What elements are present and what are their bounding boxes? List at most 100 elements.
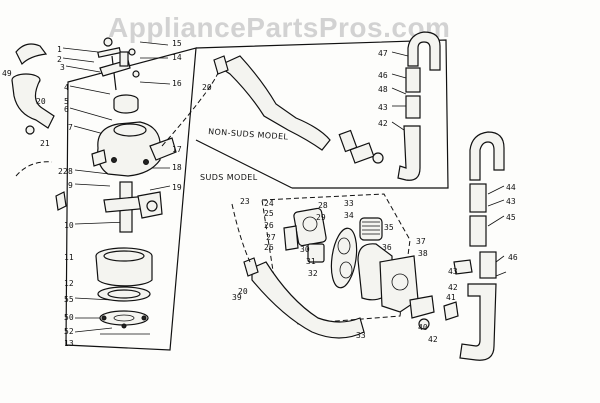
callout-21: 21 xyxy=(40,139,50,148)
leader xyxy=(149,185,171,191)
gasket-hole xyxy=(337,237,351,255)
clamp-20 xyxy=(25,125,35,135)
callout-33a: 33 xyxy=(344,199,354,208)
callout-55: 55 xyxy=(64,295,74,304)
clamp-42c xyxy=(443,301,459,321)
gasket-hole xyxy=(339,261,353,279)
seal-inner xyxy=(103,250,145,262)
callout-26a: 26 xyxy=(264,221,274,230)
cap-34 xyxy=(359,217,383,241)
callout-24: 24 xyxy=(264,199,274,208)
suds-section xyxy=(231,131,507,361)
leader xyxy=(62,57,95,63)
leader xyxy=(139,81,171,85)
pump-bolt xyxy=(143,159,149,165)
leader xyxy=(487,185,505,195)
callout-42c: 42 xyxy=(428,335,438,344)
valve-cap-27 xyxy=(283,225,299,251)
base-screw xyxy=(121,323,127,329)
base-plate xyxy=(99,310,149,326)
callout-20b: 20 xyxy=(202,83,212,92)
dash-to-drain xyxy=(231,203,251,263)
nut-part xyxy=(128,48,136,56)
leader xyxy=(74,183,111,187)
hose-clamp-20 xyxy=(213,55,229,75)
nozzle-41 xyxy=(409,295,435,319)
leader xyxy=(69,107,113,121)
non-suds-frame xyxy=(195,39,449,189)
clip-part xyxy=(97,47,122,58)
clamp-40 xyxy=(418,318,430,330)
dash-arrow-22 xyxy=(15,161,53,177)
callout-14: 14 xyxy=(172,53,182,62)
gooseneck-47 xyxy=(407,31,441,71)
watermark: AppliancePartsPros.com xyxy=(108,12,451,43)
clamp-43b xyxy=(453,259,473,275)
callout-46b: 46 xyxy=(508,253,518,262)
hose-46 xyxy=(405,67,421,93)
hose-46b xyxy=(479,251,497,279)
callout-41: 41 xyxy=(446,293,456,302)
base-plate-hub xyxy=(113,314,135,322)
callout-10: 10 xyxy=(64,221,74,230)
callout-19: 19 xyxy=(172,183,182,192)
caption-non-suds: NON-SUDS MODEL xyxy=(208,127,289,142)
leader xyxy=(74,221,129,225)
callout-43c: 43 xyxy=(448,267,458,276)
callout-38: 38 xyxy=(418,249,428,258)
callout-25: 25 xyxy=(264,209,274,218)
leader xyxy=(139,41,169,46)
clamp-ring xyxy=(146,200,158,212)
callout-32: 32 xyxy=(308,269,318,278)
callout-34: 34 xyxy=(344,211,354,220)
callout-17: 17 xyxy=(172,145,182,154)
callout-5: 5 xyxy=(64,97,69,106)
leader xyxy=(495,255,505,263)
leader xyxy=(391,87,407,95)
clamp-43 xyxy=(372,152,384,164)
spring-30 xyxy=(307,243,325,263)
callout-16: 16 xyxy=(172,79,182,88)
callout-11: 11 xyxy=(64,253,74,262)
callout-35: 35 xyxy=(384,223,394,232)
hose-45 xyxy=(469,183,487,213)
callout-43b: 43 xyxy=(506,197,516,206)
pump-body-38 xyxy=(379,255,419,313)
callout-45: 45 xyxy=(506,213,516,222)
callout-39: 39 xyxy=(232,293,242,302)
callout-48: 48 xyxy=(378,85,388,94)
base-screw xyxy=(141,315,147,321)
callout-28: 28 xyxy=(318,201,328,210)
callout-6: 6 xyxy=(64,105,69,114)
callout-52: 52 xyxy=(64,327,74,336)
callout-29: 29 xyxy=(316,213,326,222)
elbow-hose-43 xyxy=(459,283,497,361)
hose-clamp-20c xyxy=(243,257,259,277)
leader xyxy=(391,51,409,57)
callout-4: 4 xyxy=(64,83,69,92)
hose-clip-49 xyxy=(15,43,48,66)
callout-20c: 20 xyxy=(238,287,248,296)
callout-8: 8 xyxy=(68,167,73,176)
pulley-body xyxy=(113,100,139,114)
callout-12: 12 xyxy=(64,279,74,288)
dash-to-hose xyxy=(161,65,221,147)
gooseneck-44 xyxy=(469,131,505,181)
seal-cup xyxy=(95,255,153,287)
callout-46a: 46 xyxy=(378,71,388,80)
non-suds-section xyxy=(195,31,449,189)
leader xyxy=(62,47,99,53)
fitting-part xyxy=(119,51,129,67)
cap-hatch xyxy=(362,221,380,235)
hose-43 xyxy=(469,215,487,247)
callout-43a: 43 xyxy=(378,103,388,112)
callout-42b: 42 xyxy=(448,283,458,292)
hose-48 xyxy=(405,95,421,119)
pump-outlet xyxy=(149,137,177,161)
callout-18: 18 xyxy=(172,163,182,172)
callout-23: 23 xyxy=(240,197,250,206)
leader xyxy=(487,215,505,227)
base-screw xyxy=(101,315,107,321)
leader xyxy=(391,73,407,79)
